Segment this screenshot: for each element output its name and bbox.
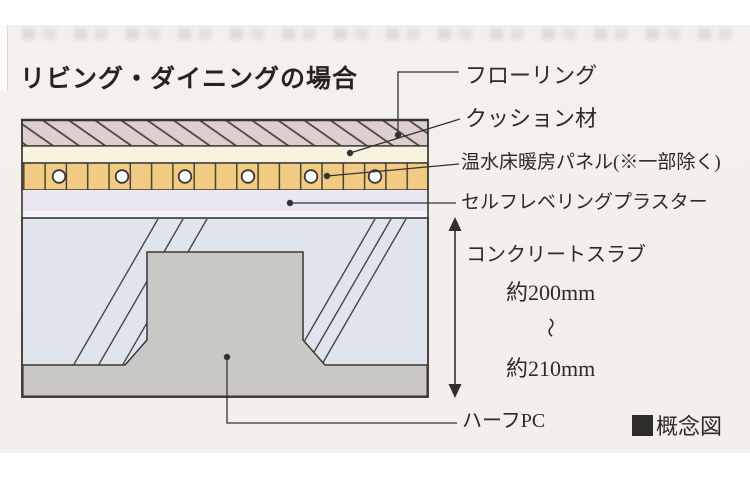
- heating-pipe-circle: [114, 169, 130, 184]
- diagram-outer-border: [21, 119, 429, 398]
- leader-dot-flooring: [394, 131, 402, 139]
- legend-concept-figure: 概念図: [632, 409, 722, 441]
- heating-pipe-circle: [303, 169, 319, 184]
- legend-label: 概念図: [656, 414, 723, 439]
- label-half-pc: ハーフPC: [462, 410, 546, 432]
- label-plaster: セルフレベリングプラスター: [461, 192, 708, 213]
- cropped-text-smudge: [22, 28, 736, 40]
- label-concrete-slab: コンクリートスラブ: [466, 244, 646, 266]
- label-heating-panel: 温水床暖房パネル(※一部除く): [461, 152, 721, 173]
- heating-pipe-circle: [177, 169, 193, 184]
- flooring-layer: [21, 119, 429, 147]
- heating-pipe-circle: [51, 169, 67, 184]
- leader-dots: [223, 131, 402, 361]
- leader-line-flooring: [397, 71, 459, 135]
- leader-dot-plaster: [286, 199, 294, 207]
- legend-square-icon: [632, 414, 653, 436]
- dimension-arrow: [448, 217, 462, 398]
- heating-panel-layer: [21, 162, 429, 191]
- heating-pipe-circles: [51, 169, 383, 184]
- leader-line-heating-panel: [326, 163, 460, 177]
- leader-dot-cushion: [346, 149, 354, 157]
- diagram-title: リビング・ダイニングの場合: [20, 65, 359, 93]
- page-edge-artifact: [0, 25, 8, 91]
- leader-line-cushion: [349, 118, 461, 154]
- label-cushion: クッション材: [465, 106, 598, 131]
- label-thickness-max: 約210mm: [506, 356, 596, 381]
- heating-pipe-circle: [367, 169, 383, 184]
- cushion-layer: [21, 145, 429, 164]
- dimension-arrowhead-down: [448, 384, 462, 398]
- leader-lines: [226, 71, 461, 424]
- leader-dot-half-pc: [223, 353, 231, 361]
- leader-dot-heating-panel: [323, 172, 331, 180]
- label-thickness-min: 約200mm: [506, 280, 596, 305]
- label-flooring: フローリング: [465, 63, 598, 88]
- dimension-arrowhead-up: [448, 217, 462, 231]
- heating-pipe-circle: [240, 169, 256, 184]
- label-thickness-range-mark: ～: [538, 317, 561, 338]
- plaster-light-strip: [23, 211, 427, 218]
- leader-line-half-pc: [226, 357, 457, 424]
